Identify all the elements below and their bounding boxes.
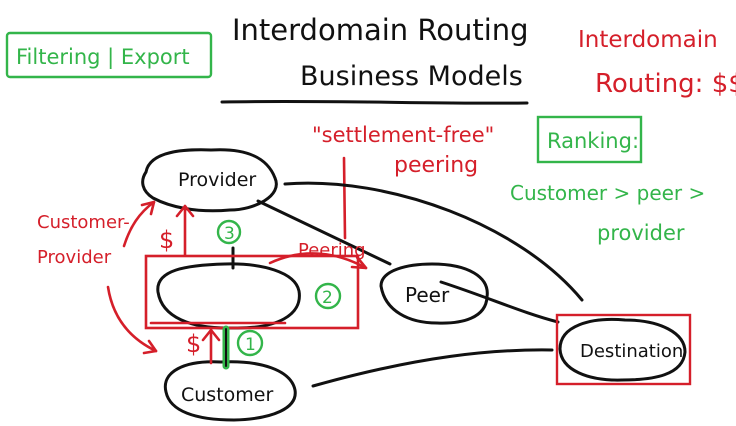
- provider-peer-line: [256, 199, 392, 266]
- ranking-label: Ranking:: [547, 129, 639, 153]
- provider-node: [141, 148, 278, 213]
- customer-provider-arrowhead-up: [140, 200, 156, 216]
- destination-node: [558, 317, 687, 382]
- customer-provider-arrow-up: [122, 200, 156, 248]
- provider-dollar-sign: $: [159, 226, 174, 254]
- customer-destination-line: [311, 348, 554, 388]
- customer-provider-line-1: Customer-: [37, 212, 130, 233]
- customer-provider-arrowhead-down: [142, 339, 158, 355]
- step-three-label: 3: [224, 224, 235, 244]
- step-one-label: 1: [245, 335, 256, 355]
- step-two-circle: [314, 282, 342, 310]
- routing-scope-box: [144, 254, 360, 330]
- ranking-box: [536, 115, 643, 164]
- title-underline: [220, 99, 529, 105]
- ranking-line-1: Customer > peer >: [510, 181, 705, 205]
- title-line-1: Interdomain Routing: [232, 13, 529, 47]
- middle-as-node: [156, 262, 301, 330]
- provider-destination-line: [283, 181, 584, 302]
- provider-payment-arrowhead: [175, 204, 195, 218]
- settlement-line-1: "settlement-free": [312, 123, 494, 147]
- settlement-line-2: peering: [394, 153, 478, 178]
- ranking-line-2: provider: [597, 221, 685, 245]
- peering-arrow: [268, 252, 368, 270]
- step-one-circle: [236, 329, 264, 357]
- settlement-pointer-line: [342, 156, 347, 240]
- filtering-export-label: Filtering | Export: [16, 45, 190, 70]
- customer-payment-arrowhead: [201, 328, 221, 342]
- destination-label: Destination: [580, 341, 683, 362]
- provider-label: Provider: [178, 169, 256, 191]
- peering-arrowhead: [350, 255, 368, 270]
- destination-highlight-box: [555, 313, 692, 386]
- customer-label: Customer: [181, 384, 273, 406]
- interdomain-note-line-1: Interdomain: [578, 27, 718, 53]
- interdomain-note-line-2: Routing: $$$: [595, 69, 736, 99]
- peer-label: Peer: [405, 283, 450, 307]
- filtering-export-box: [5, 31, 213, 79]
- step-three-circle: [216, 219, 242, 245]
- title-line-2: Business Models: [300, 61, 523, 92]
- customer-node: [163, 360, 297, 422]
- step-two-label: 2: [322, 288, 333, 308]
- customer-provider-line-2: Provider: [37, 247, 112, 268]
- customer-dollar-sign: $: [186, 330, 201, 358]
- peer-node: [379, 262, 489, 325]
- peering-label: Peering: [298, 240, 366, 261]
- customer-provider-arrow-down: [106, 285, 158, 353]
- peer-destination-line: [439, 280, 560, 324]
